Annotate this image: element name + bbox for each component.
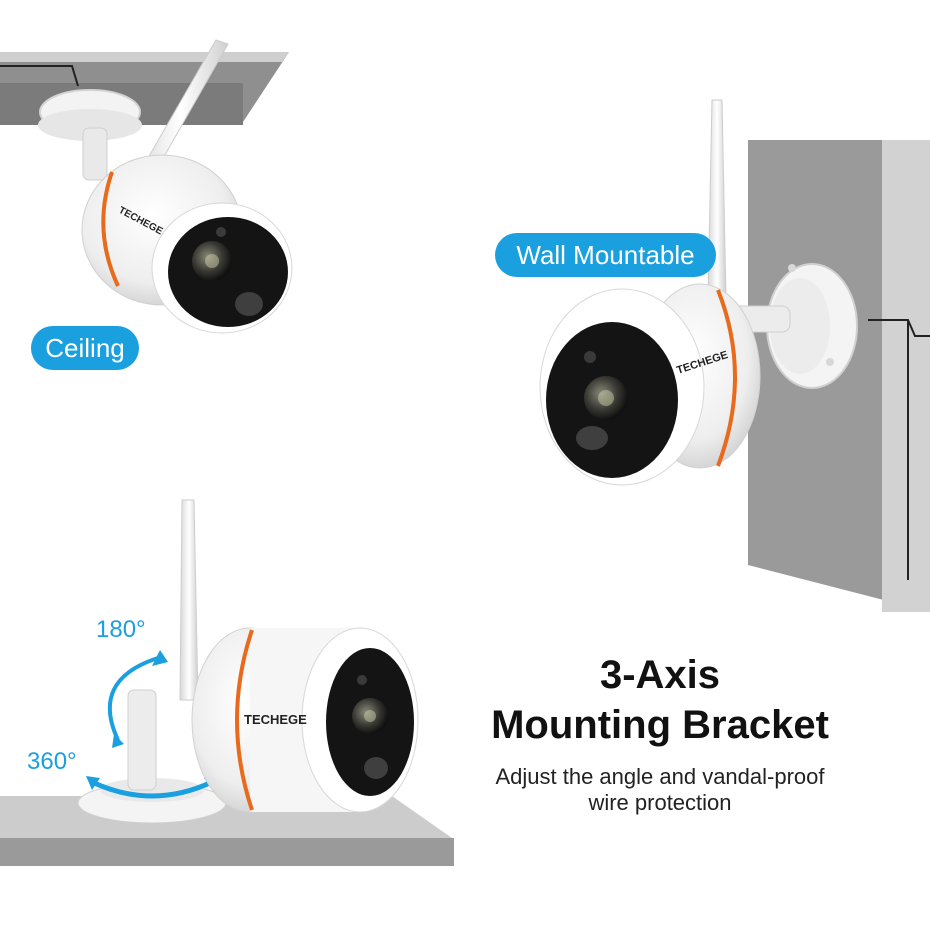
wall-base-rim <box>770 278 830 374</box>
rotate-180-arrow-icon <box>108 656 159 741</box>
ceiling-camera: TECHEGE <box>81 154 293 334</box>
screw-icon <box>788 264 796 272</box>
ceiling-bracket-arm <box>82 127 108 181</box>
ceiling-base-rim <box>38 109 142 141</box>
shelf-front <box>0 838 454 866</box>
shelf-camera: TECHEGE <box>191 627 419 813</box>
ceiling-slab-top <box>0 52 289 62</box>
wall-mountable-label: Wall Mountable <box>495 233 716 277</box>
description: Adjust the angle and vandal-proof wire p… <box>430 764 890 816</box>
wall-camera: TECHEGE <box>539 283 761 486</box>
description-line-2: wire protection <box>588 790 732 815</box>
arrow-head-icon <box>112 734 124 748</box>
rotation-180-label: 180° <box>96 616 146 643</box>
description-line-1: Adjust the angle and vandal-proof <box>495 764 825 789</box>
ceiling-cable <box>0 65 79 87</box>
shelf-camera-brand: TECHEGE <box>244 712 307 727</box>
rotate-360-arrow-icon <box>90 779 214 799</box>
headline: 3-Axis Mounting Bracket <box>430 650 890 750</box>
rotation-360-label: 360° <box>27 748 77 775</box>
wall-panel-edge <box>882 140 930 612</box>
headline-line-1: 3-Axis <box>599 653 721 697</box>
wall-mount-scene: TECHEGE <box>539 99 930 612</box>
arrow-head-icon <box>86 776 100 790</box>
shelf-antenna <box>179 499 199 701</box>
wall-antenna <box>707 99 727 301</box>
shelf-bracket-arm <box>127 689 157 791</box>
shelf-mount-scene: TECHEGE <box>0 499 454 866</box>
ceiling-label: Ceiling <box>31 326 139 370</box>
wall-cable <box>868 319 930 337</box>
screw-icon <box>826 358 834 366</box>
ceiling-mount-scene: TECHEGE <box>0 39 293 334</box>
headline-line-2: Mounting Bracket <box>491 703 829 747</box>
arrow-head-icon <box>152 650 168 666</box>
